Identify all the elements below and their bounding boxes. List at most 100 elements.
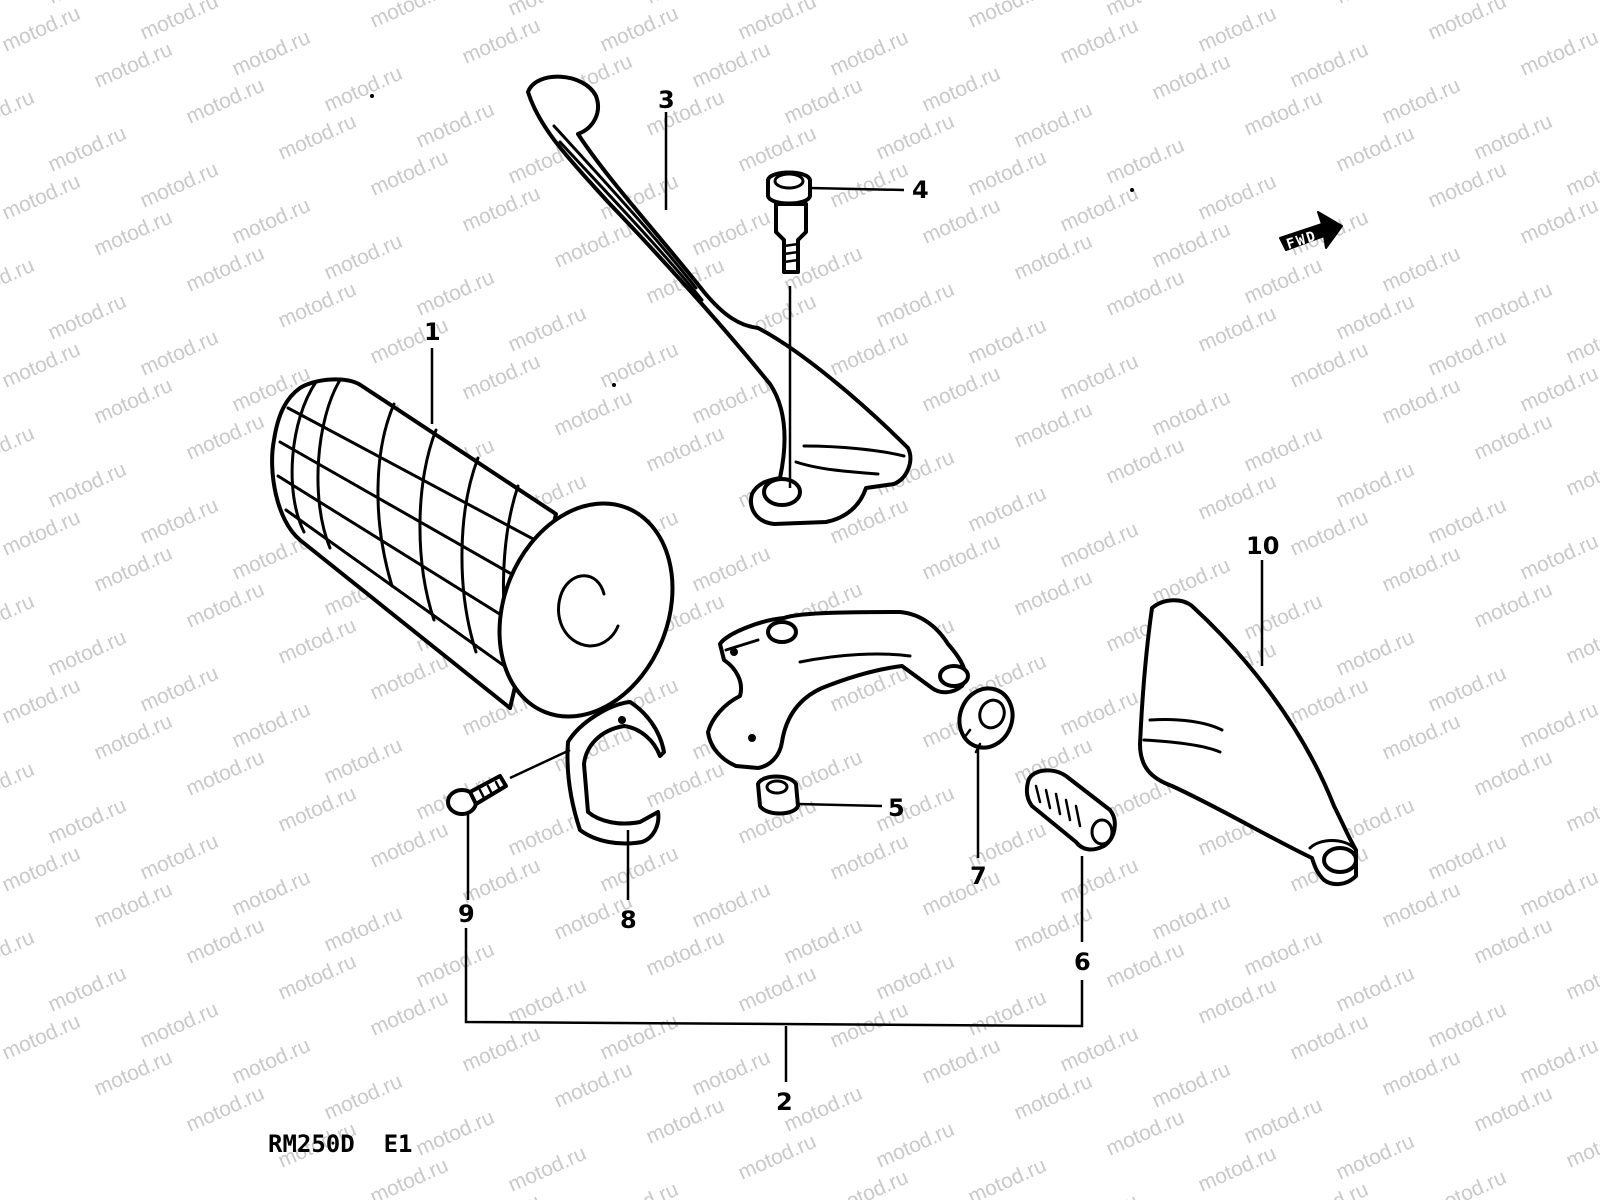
watermark-text: motod.ru bbox=[183, 1082, 268, 1137]
watermark-text: motod.ru bbox=[1287, 674, 1372, 729]
watermark-text: motod.ru bbox=[597, 1010, 682, 1065]
watermark-text: motod.ru bbox=[45, 122, 130, 177]
watermark-text: motod.ru bbox=[827, 26, 912, 81]
watermark-text: motod.ru bbox=[1517, 26, 1600, 81]
watermark-text: motod.ru bbox=[873, 278, 958, 333]
watermark-text: motod.ru bbox=[1563, 950, 1600, 1005]
watermark-text: motod.ru bbox=[1011, 98, 1096, 153]
watermark-text: motod.ru bbox=[137, 662, 222, 717]
callout-9: 9 bbox=[458, 900, 475, 928]
watermark-text: motod.ru bbox=[597, 2, 682, 57]
watermark-text: motod.ru bbox=[183, 242, 268, 297]
watermark-text: motod.ru bbox=[0, 674, 84, 729]
watermark-text: motod.ru bbox=[505, 302, 590, 357]
model-code-label: RM250D E1 bbox=[268, 1130, 413, 1158]
watermark-text: motod.ru bbox=[1103, 266, 1188, 321]
watermark-text: motod.ru bbox=[459, 1022, 544, 1077]
watermark-text: motod.ru bbox=[965, 0, 1050, 33]
watermark-text: motod.ru bbox=[459, 350, 544, 405]
watermark-text: motod.ru bbox=[1563, 446, 1600, 501]
callout-4: 4 bbox=[912, 176, 929, 204]
watermark-text: motod.ru bbox=[919, 194, 1004, 249]
watermark-text: motod.ru bbox=[1379, 1046, 1464, 1101]
watermark-text: motod.ru bbox=[781, 1082, 866, 1137]
watermark-text: motod.ru bbox=[1563, 146, 1600, 201]
part-adjuster-nut bbox=[957, 686, 1015, 754]
watermark-text: motod.ru bbox=[597, 842, 682, 897]
watermark-text: motod.ru bbox=[1425, 662, 1510, 717]
watermark-text: motod.ru bbox=[0, 338, 84, 393]
watermark-text: motod.ru bbox=[1103, 0, 1188, 21]
watermark-text: motod.ru bbox=[1425, 1166, 1510, 1200]
watermark-text: motod.ru bbox=[1471, 110, 1556, 165]
watermark-text: motod.ru bbox=[689, 374, 774, 429]
watermark-text: motod.ru bbox=[1379, 710, 1464, 765]
watermark-text: motod.ru bbox=[505, 974, 590, 1029]
watermark-text: motod.ru bbox=[413, 1106, 498, 1161]
watermark-text: motod.ru bbox=[689, 206, 774, 261]
watermark-text: motod.ru bbox=[873, 782, 958, 837]
watermark-text: motod.ru bbox=[1241, 86, 1326, 141]
watermark-text: motod.ru bbox=[551, 218, 636, 273]
watermark-text: motod.ru bbox=[1471, 410, 1556, 465]
watermark-text: motod.ru bbox=[0, 506, 84, 561]
watermark-text: motod.ru bbox=[1103, 938, 1188, 993]
watermark-text: motod.ru bbox=[275, 950, 360, 1005]
watermark-text: motod.ru bbox=[45, 458, 130, 513]
watermark-text: motod.ru bbox=[137, 998, 222, 1053]
watermark-text: motod.ru bbox=[1057, 854, 1142, 909]
watermark-text: motod.ru bbox=[275, 614, 360, 669]
watermark-text: motod.ru bbox=[1195, 1142, 1280, 1197]
watermark-text: motod.ru bbox=[1195, 974, 1280, 1029]
watermark-text: motod.ru bbox=[1195, 302, 1280, 357]
watermark-text: motod.ru bbox=[1287, 506, 1372, 561]
part-clutch-lever bbox=[526, 74, 913, 526]
watermark-text: motod.ru bbox=[1425, 998, 1510, 1053]
watermark-text: motod.ru bbox=[1333, 122, 1418, 177]
watermark-text: motod.ru bbox=[505, 0, 590, 21]
watermark-text: motod.ru bbox=[919, 362, 1004, 417]
watermark-text: motod.ru bbox=[873, 950, 958, 1005]
watermark-text: motod.ru bbox=[91, 1046, 176, 1101]
watermark-text: motod.ru bbox=[0, 254, 38, 309]
watermark-text: motod.ru bbox=[0, 1010, 84, 1065]
watermark-text: motod.ru bbox=[229, 26, 314, 81]
watermark-text: motod.ru bbox=[1563, 782, 1600, 837]
watermark-text: motod.ru bbox=[597, 338, 682, 393]
watermark-text: motod.ru bbox=[91, 38, 176, 93]
watermark-text: motod.ru bbox=[137, 494, 222, 549]
watermark-text: motod.ru bbox=[413, 266, 498, 321]
watermark-text: motod.ru bbox=[965, 482, 1050, 537]
watermark-text: motod.ru bbox=[1241, 590, 1326, 645]
watermark-text: motod.ru bbox=[1011, 230, 1096, 285]
watermark-text: motod.ru bbox=[1241, 254, 1326, 309]
watermark-text: motod.ru bbox=[597, 1178, 682, 1200]
watermark-text: motod.ru bbox=[229, 1034, 314, 1089]
watermark-text: motod.ru bbox=[367, 1154, 452, 1200]
part-lever-cover bbox=[1138, 598, 1358, 887]
watermark-text: motod.ru bbox=[965, 146, 1050, 201]
watermark-text: motod.ru bbox=[137, 830, 222, 885]
callout-5: 5 bbox=[888, 794, 905, 822]
watermark-text: motod.ru bbox=[229, 194, 314, 249]
leader-lines bbox=[430, 112, 1264, 1082]
watermark-text: motod.ru bbox=[1517, 866, 1600, 921]
watermark-text: motod.ru bbox=[137, 0, 222, 45]
watermark-text: motod.ru bbox=[45, 0, 130, 9]
watermark-text: motod.ru bbox=[1241, 422, 1326, 477]
watermark-text: motod.ru bbox=[45, 290, 130, 345]
watermark-text: motod.ru bbox=[1057, 518, 1142, 573]
watermark-text: motod.ru bbox=[1471, 278, 1556, 333]
watermark-text: motod.ru bbox=[91, 710, 176, 765]
watermark-text: motod.ru bbox=[1057, 14, 1142, 69]
watermark-text: motod.ru bbox=[0, 590, 38, 645]
watermark-text: motod.ru bbox=[45, 794, 130, 849]
watermark-text: motod.ru bbox=[275, 782, 360, 837]
part-lock-nut bbox=[756, 774, 800, 816]
part-cable-adjuster bbox=[1024, 768, 1117, 852]
watermark-text: motod.ru bbox=[1517, 1034, 1600, 1089]
watermark-text: motod.ru bbox=[1333, 290, 1418, 345]
watermark-text: motod.ru bbox=[1195, 170, 1280, 225]
watermark-text: motod.ru bbox=[137, 326, 222, 381]
